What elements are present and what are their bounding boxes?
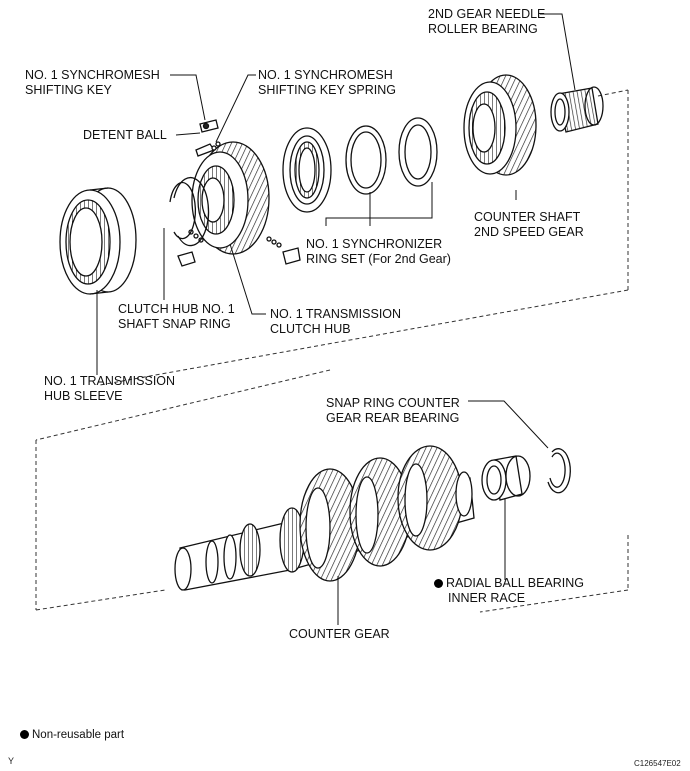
label-transmission-clutch-hub: NO. 1 TRANSMISSION CLUTCH HUB	[270, 307, 401, 337]
bearing-inner-race-drawing	[481, 455, 531, 501]
legend: Non-reusable part	[20, 728, 124, 743]
label-line: NO. 1 SYNCHROMESH	[25, 68, 160, 82]
label-shifting-key-spring: NO. 1 SYNCHROMESH SHIFTING KEY SPRING	[258, 68, 396, 98]
label-line: NO. 1 SYNCHROMESH	[258, 68, 393, 82]
label-line: GEAR REAR BEARING	[326, 411, 460, 425]
label-counter-shaft-2nd-gear: COUNTER SHAFT 2ND SPEED GEAR	[474, 210, 584, 240]
corner-mark: Y	[8, 756, 15, 766]
assembly-guide-lines	[35, 89, 629, 613]
label-line: ROLLER BEARING	[428, 22, 538, 36]
label-line: CLUTCH HUB NO. 1	[118, 302, 235, 316]
label-synchronizer-ring-set: NO. 1 SYNCHRONIZER RING SET (For 2nd Gea…	[306, 237, 451, 267]
label-bearing-inner-race: RADIAL BALL BEARING INNER RACE	[434, 576, 584, 606]
label-line: SHAFT SNAP RING	[118, 317, 231, 331]
label-shifting-key: NO. 1 SYNCHROMESH SHIFTING KEY	[25, 68, 160, 98]
label-line: INNER RACE	[448, 591, 526, 605]
label-transmission-hub-sleeve: NO. 1 TRANSMISSION HUB SLEEVE	[44, 374, 175, 404]
label-line: RING SET (For 2nd Gear)	[306, 252, 451, 266]
leader-lines	[96, 13, 576, 625]
figure-code: C126547E02	[634, 759, 681, 768]
rear-bearing-snap-ring-drawing	[547, 448, 571, 494]
label-line: 2ND GEAR NEEDLE	[428, 7, 546, 21]
label-line: NO. 1 TRANSMISSION	[270, 307, 402, 321]
label-clutch-hub-snap-ring: CLUTCH HUB NO. 1 SHAFT SNAP RING	[118, 302, 235, 332]
label-line: NO. 1 SYNCHRONIZER	[306, 237, 443, 251]
shifting-key-and-detent-ball-drawing	[199, 119, 221, 151]
label-line: COUNTER GEAR	[289, 627, 390, 641]
label-needle-roller-bearing: 2ND GEAR NEEDLE ROLLER BEARING	[428, 7, 545, 37]
label-line: RADIAL BALL BEARING	[434, 576, 584, 591]
label-line: COUNTER SHAFT	[474, 210, 581, 224]
non-reusable-dot-icon	[20, 730, 29, 739]
label-line: DETENT BALL	[83, 128, 167, 142]
label-line: CLUTCH HUB	[270, 322, 351, 336]
label-line: SNAP RING COUNTER	[326, 396, 460, 410]
transmission-clutch-hub-drawing	[177, 141, 301, 267]
needle-roller-bearing-drawing	[550, 86, 604, 133]
label-detent-ball: DETENT BALL	[83, 128, 167, 143]
label-counter-gear: COUNTER GEAR	[289, 627, 390, 642]
counter-shaft-2nd-gear-drawing	[463, 74, 537, 176]
label-line: 2ND SPEED GEAR	[474, 225, 584, 239]
label-rear-bearing-snap-ring: SNAP RING COUNTER GEAR REAR BEARING	[326, 396, 460, 426]
label-line: SHIFTING KEY SPRING	[258, 83, 396, 97]
label-line: NO. 1 TRANSMISSION	[44, 374, 176, 388]
counter-gear-shaft-drawing	[174, 445, 475, 591]
label-line: SHIFTING KEY	[25, 83, 112, 97]
clutch-hub-snap-ring-drawing	[169, 176, 210, 247]
legend-text: Non-reusable part	[32, 729, 125, 741]
non-reusable-dot-icon	[434, 579, 443, 588]
label-text: RADIAL BALL BEARING	[446, 576, 585, 590]
label-line: HUB SLEEVE	[44, 389, 123, 403]
transmission-hub-sleeve-drawing	[59, 187, 137, 295]
synchronizer-ring-set-drawing	[282, 117, 438, 213]
